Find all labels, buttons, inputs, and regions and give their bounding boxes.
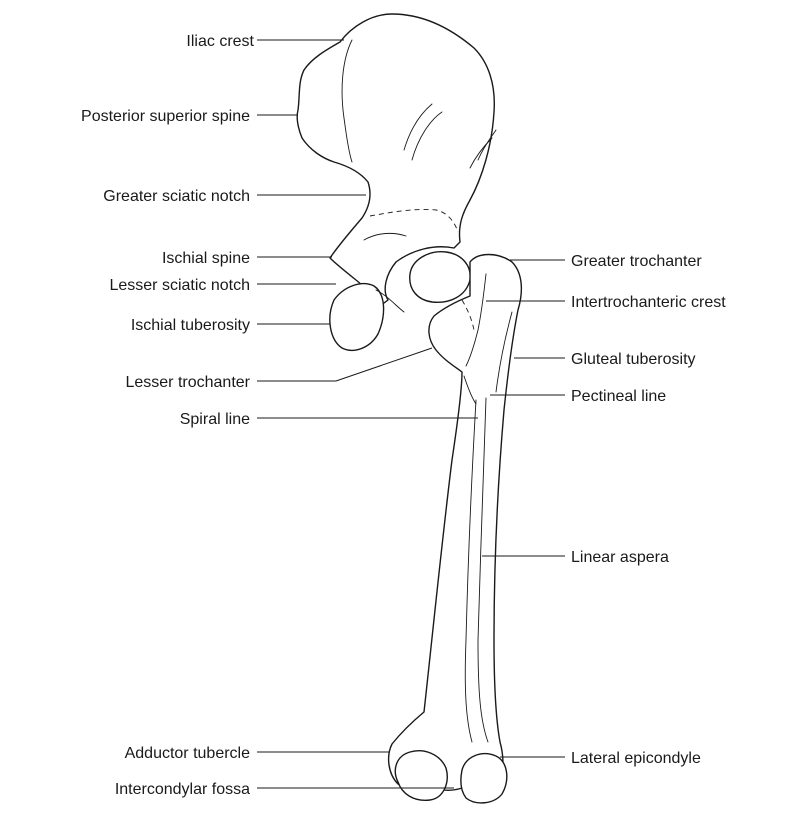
ischial-tuberosity-shape <box>330 284 384 351</box>
label-adductor-tubercle: Adductor tubercle <box>125 745 251 762</box>
label-gluteal-tuberosity: Gluteal tuberosity <box>571 351 696 368</box>
leader-lesser-trochanter-diag <box>336 348 432 381</box>
label-lesser-sciatic-notch: Lesser sciatic notch <box>109 277 250 294</box>
femoral-head <box>410 252 471 303</box>
label-lesser-trochanter: Lesser trochanter <box>125 374 250 391</box>
label-ischial-tuberosity: Ischial tuberosity <box>131 317 250 334</box>
femur-body <box>389 255 522 791</box>
label-greater-trochanter: Greater trochanter <box>571 253 702 270</box>
label-intercondylar-fossa: Intercondylar fossa <box>115 781 250 798</box>
label-lateral-epicondyle: Lateral epicondyle <box>571 750 701 767</box>
femur <box>389 252 522 803</box>
label-spiral-line: Spiral line <box>180 411 250 428</box>
labels-right: Greater trochanter Intertrochanteric cre… <box>571 253 726 767</box>
labels-left: Iliac crest Posterior superior spine Gre… <box>81 33 255 798</box>
label-linear-aspera: Linear aspera <box>571 549 669 566</box>
label-greater-sciatic-notch: Greater sciatic notch <box>103 188 250 205</box>
label-posterior-superior-spine: Posterior superior spine <box>81 108 250 125</box>
label-iliac-crest: Iliac crest <box>186 33 254 50</box>
medial-condyle <box>395 751 447 801</box>
lateral-condyle <box>461 754 507 803</box>
label-intertrochanteric-crest: Intertrochanteric crest <box>571 294 726 311</box>
label-pectineal-line: Pectineal line <box>571 388 666 405</box>
label-ischial-spine: Ischial spine <box>162 250 250 267</box>
